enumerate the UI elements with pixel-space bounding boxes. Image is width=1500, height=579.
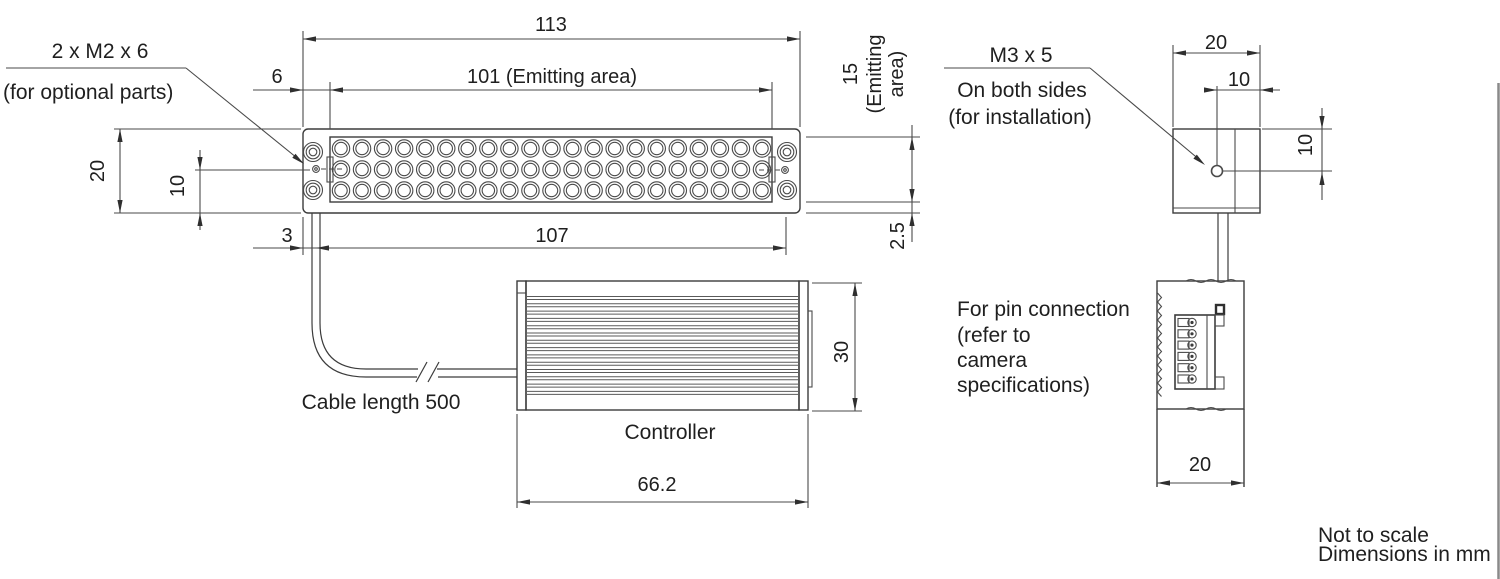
m2-label: 2 x M2 x 6 <box>52 40 149 63</box>
m2-hole-icon <box>312 165 344 173</box>
dim-15-note1: (Emitting <box>864 35 886 114</box>
housing-top-seam <box>1185 278 1237 284</box>
controller-left-cap <box>516 280 527 411</box>
dim-30: 30 <box>831 341 853 363</box>
drawing-notes: Not to scale Dimensions in mm <box>1318 524 1491 566</box>
dim-20: 20 <box>87 160 109 182</box>
side-view-dimensions: M3 x 5 On both sides (for installation) … <box>944 32 1332 486</box>
dim-15-note2: area) <box>886 51 908 98</box>
m2-sublabel: (for optional parts) <box>3 81 173 104</box>
corner-screw-icon <box>776 179 798 201</box>
dim-side-10v: 10 <box>1295 134 1317 156</box>
controller-front-view <box>516 280 813 411</box>
pin-note-line4: specifications) <box>957 374 1090 397</box>
terminal-block <box>1174 314 1225 390</box>
connector-housing <box>1156 280 1245 410</box>
dim-2-5: 2.5 <box>887 222 909 250</box>
dim-6: 6 <box>271 66 282 88</box>
controller-fins <box>527 296 798 395</box>
corner-screw-icon <box>776 141 798 163</box>
units-note: Dimensions in mm <box>1318 543 1491 566</box>
light-bar-front-view <box>302 128 801 214</box>
m2-hole-icon <box>757 166 789 174</box>
side-cable <box>1217 213 1229 281</box>
bar-body-outline <box>302 128 801 214</box>
m3-label: M3 x 5 <box>989 44 1052 67</box>
knurl-texture <box>1156 292 1163 397</box>
controller-end-view <box>1156 278 1245 487</box>
terminal-pins <box>1177 317 1197 384</box>
pin-note-line3: camera <box>957 349 1027 372</box>
emitting-area-outline <box>329 136 773 203</box>
dim-10: 10 <box>167 175 189 197</box>
dim-conn-20: 20 <box>1189 454 1211 476</box>
front-view-dimensions: 2 x M2 x 6 (for optional parts) 113 101 … <box>3 14 920 508</box>
m2-leader-line <box>6 67 304 164</box>
dim-3: 3 <box>281 225 292 247</box>
housing-split-seam <box>1185 406 1227 412</box>
dim-15: 15 <box>840 63 862 85</box>
indicator-square <box>1214 303 1226 316</box>
dim-side-10: 10 <box>1228 69 1250 91</box>
controller-body <box>525 280 800 411</box>
dim-66-2: 66.2 <box>638 474 677 496</box>
controller-label: Controller <box>624 421 715 444</box>
light-bar-side-view <box>1172 86 1332 281</box>
dim-113: 113 <box>535 14 567 36</box>
m3-sublabel-1: On both sides <box>957 79 1087 102</box>
dimension-arrowheads <box>117 36 915 505</box>
not-to-scale-note: Not to scale <box>1318 524 1429 547</box>
cable-length-label: Cable length 500 <box>302 391 461 414</box>
controller-side-tab <box>807 310 813 388</box>
m3-hole-icon <box>1210 86 1332 178</box>
pin-note-line1: For pin connection <box>957 298 1130 321</box>
dimension-arrowheads <box>1157 50 1325 486</box>
dim-107: 107 <box>535 225 568 247</box>
m3-sublabel-2: (for installation) <box>948 106 1092 129</box>
pin-note-line2: (refer to <box>957 324 1031 347</box>
led-grid <box>331 139 772 200</box>
dim-side-20: 20 <box>1205 32 1227 54</box>
m3-leader-line <box>944 67 1205 165</box>
corner-screw-icon <box>302 179 324 201</box>
controller-right-cap <box>798 280 809 411</box>
corner-screw-icon <box>302 141 324 163</box>
cable-break-symbol <box>415 361 440 383</box>
cable <box>311 213 517 383</box>
dim-101: 101 (Emitting area) <box>467 66 637 88</box>
